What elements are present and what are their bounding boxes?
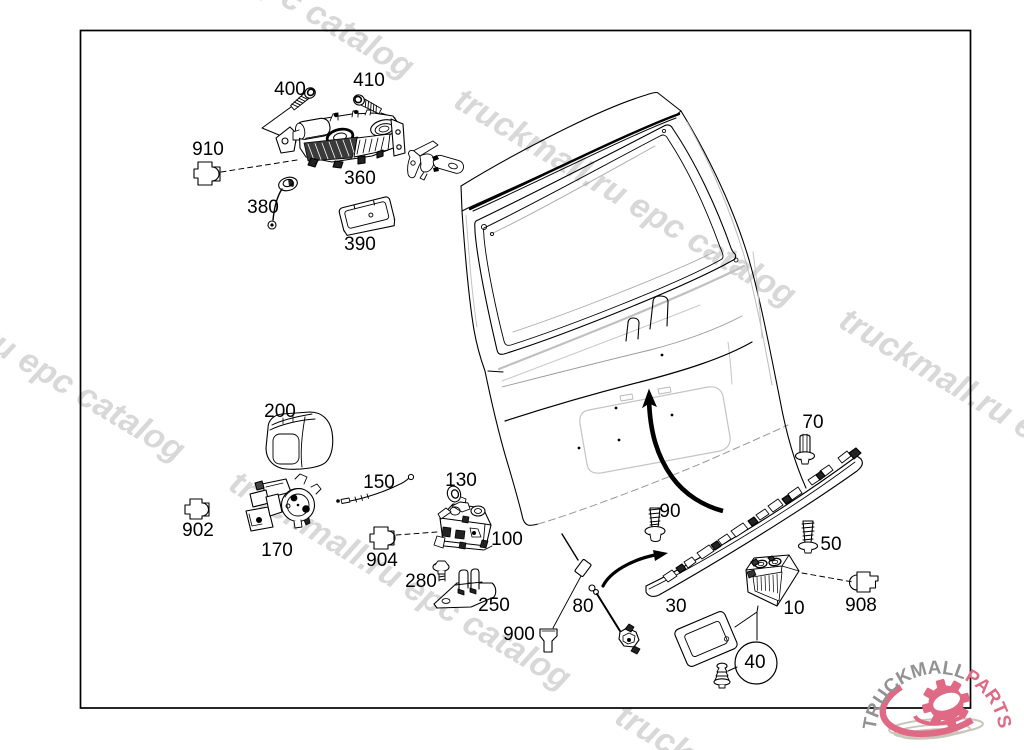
svg-text:200: 200 <box>264 401 296 422</box>
svg-text:410: 410 <box>353 70 385 91</box>
svg-text:50: 50 <box>820 534 841 555</box>
svg-text:truckmall.ru epc catalog: truckmall.ru epc catalog <box>609 696 964 750</box>
svg-text:30: 30 <box>665 596 686 617</box>
svg-text:70: 70 <box>802 412 823 433</box>
svg-text:390: 390 <box>344 234 376 255</box>
svg-text:40: 40 <box>744 652 765 673</box>
svg-text:902: 902 <box>182 520 214 541</box>
svg-text:100: 100 <box>491 529 523 550</box>
svg-text:90: 90 <box>659 501 680 522</box>
svg-text:400: 400 <box>274 79 306 100</box>
svg-text:130: 130 <box>445 470 477 491</box>
svg-text:910: 910 <box>192 139 224 160</box>
svg-text:80: 80 <box>572 596 593 617</box>
svg-text:280: 280 <box>405 571 437 592</box>
svg-text:380: 380 <box>247 197 279 218</box>
svg-text:10: 10 <box>783 598 804 619</box>
svg-text:900: 900 <box>503 624 535 645</box>
svg-text:360: 360 <box>344 168 376 189</box>
svg-text:250: 250 <box>478 595 510 616</box>
svg-text:truckmall.ru epc catalog: truckmall.ru epc catalog <box>0 235 192 469</box>
svg-text:150: 150 <box>363 472 395 493</box>
svg-text:truckmall.ru epc catalog: truckmall.ru epc catalog <box>833 300 1024 534</box>
svg-text:170: 170 <box>261 540 293 561</box>
svg-text:904: 904 <box>366 550 398 571</box>
svg-text:908: 908 <box>845 595 877 616</box>
svg-text:truckmall.ru epc catalog: truckmall.ru epc catalog <box>448 80 803 314</box>
